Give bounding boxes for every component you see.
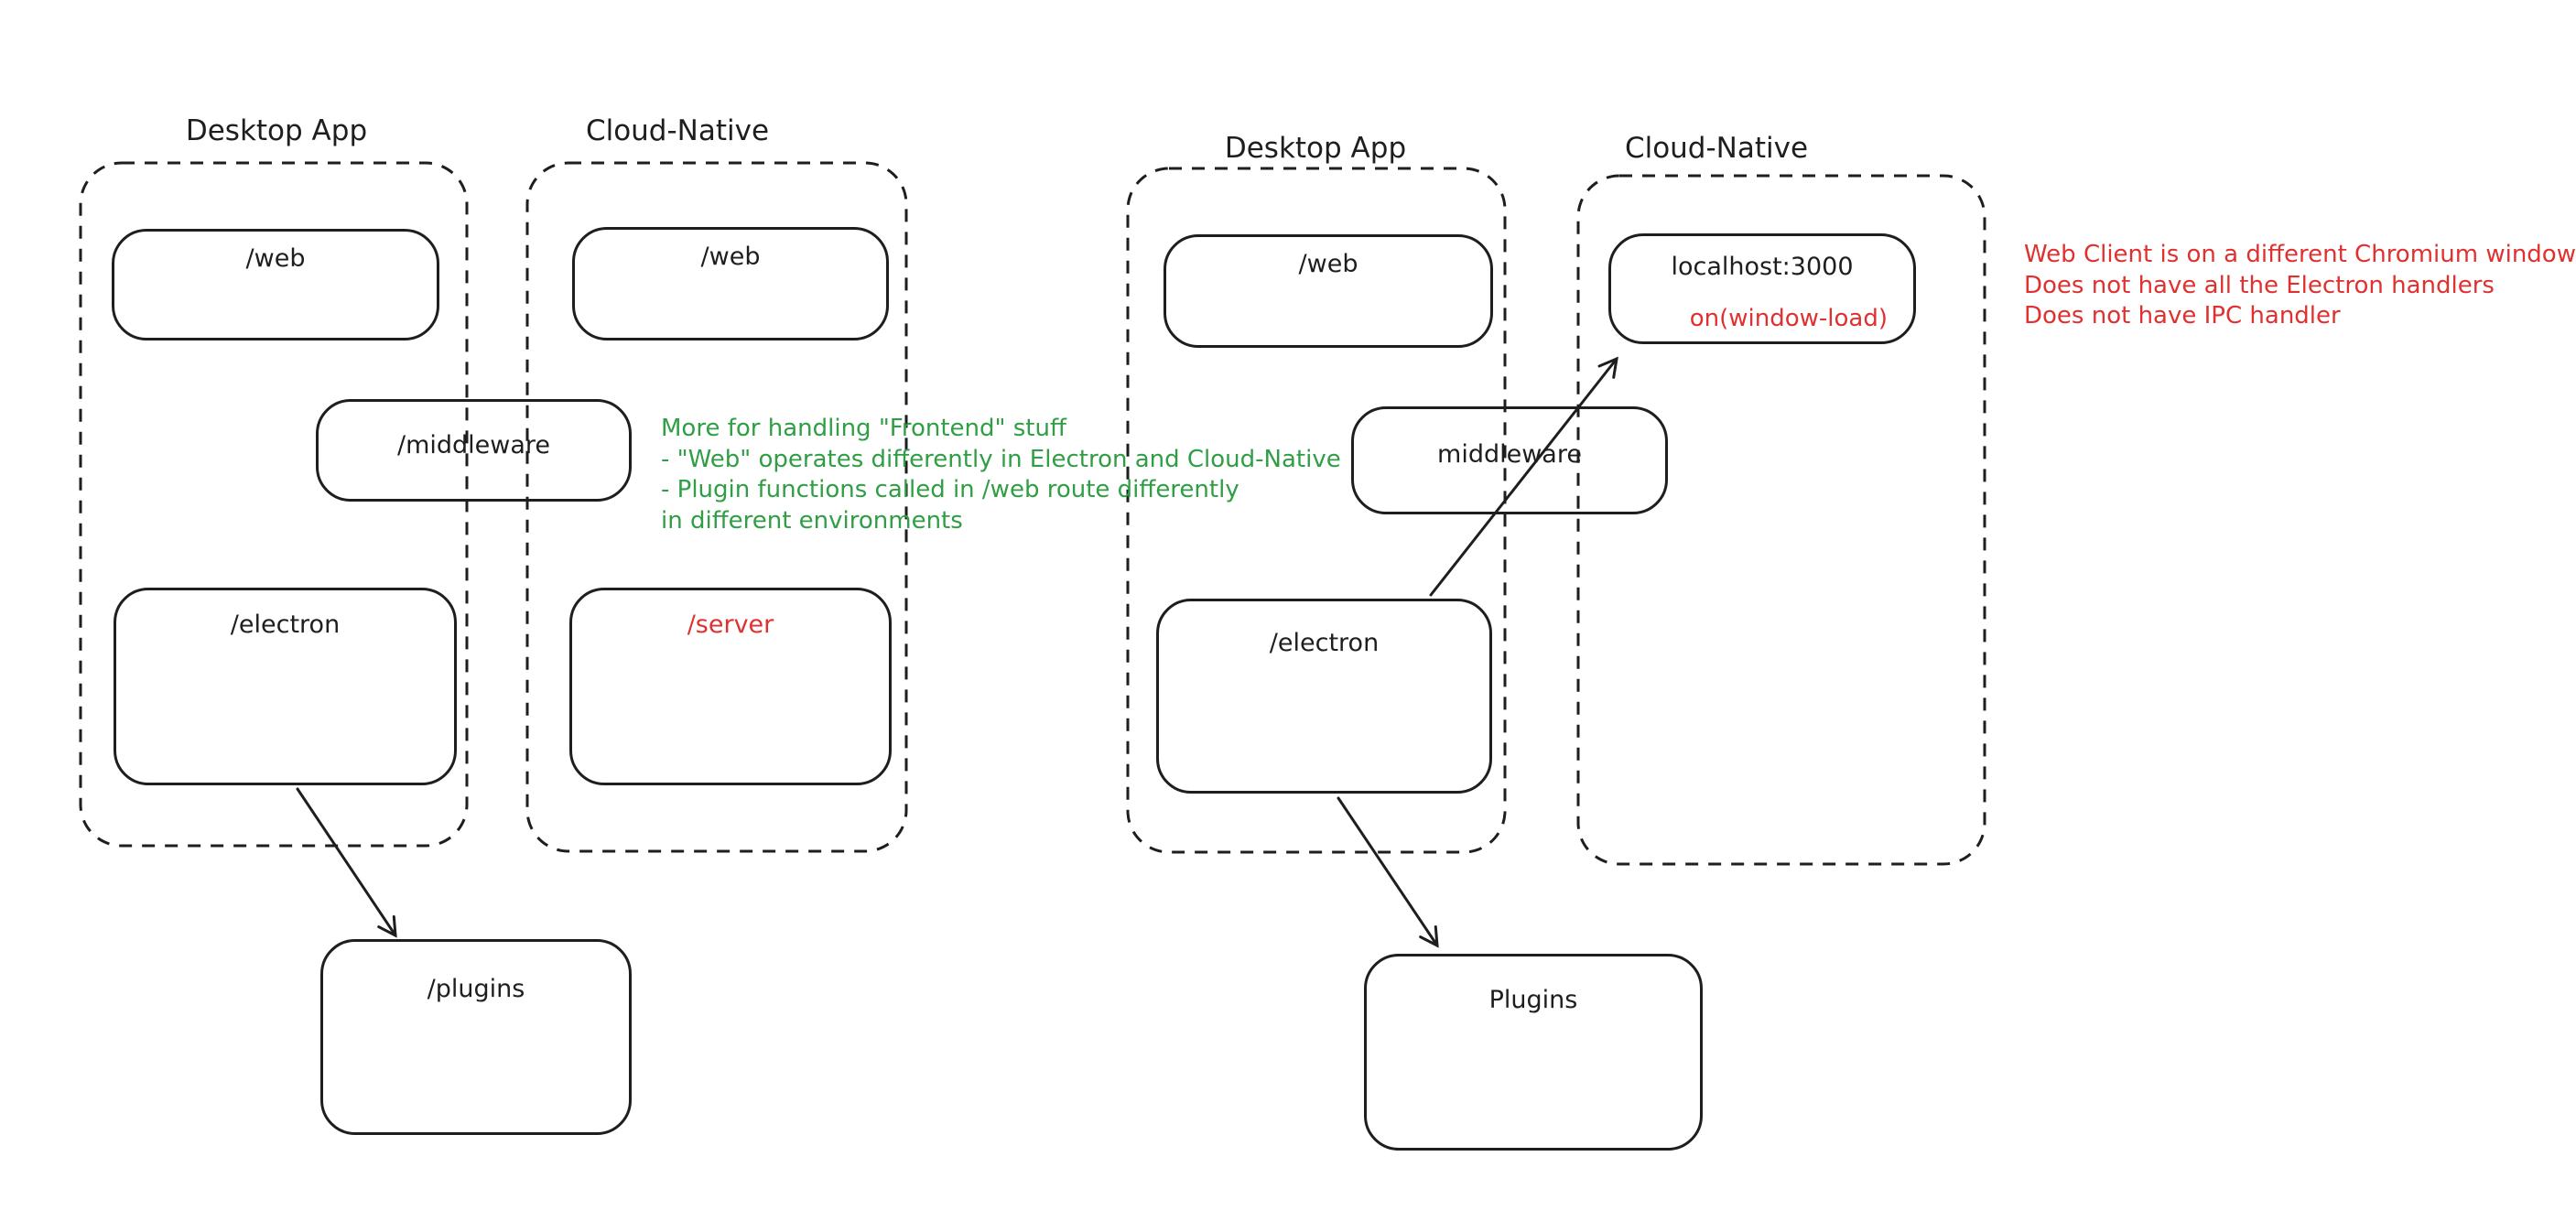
right-electron-box: /electron	[1156, 599, 1492, 794]
right-window-load-label: on(window-load)	[1689, 305, 1888, 332]
left-cloud-native-title: Cloud-Native	[585, 114, 770, 147]
left-electron-label: /electron	[230, 611, 341, 639]
right-desktop-app-title: Desktop App	[1224, 132, 1407, 165]
red-note-line-1: Web Client is on a different Chromium wi…	[2024, 241, 2576, 268]
red-note-line-3: Does not have IPC handler	[2024, 302, 2341, 330]
arrow-left-electron-to-plugins	[296, 787, 397, 938]
green-note-line-4: in different environments	[661, 506, 963, 535]
left-plugins-label: /plugins	[427, 975, 525, 1003]
right-web-desktop-label: /web	[1298, 250, 1358, 278]
arrow-right-electron-to-plugins	[1337, 796, 1439, 948]
green-note-line-1: More for handling "Frontend" stuff	[661, 415, 1066, 442]
red-note: Web Client is on a different Chromium wi…	[2024, 240, 2576, 332]
right-cloud-native-title: Cloud-Native	[1624, 132, 1809, 165]
left-server-box: /server	[569, 588, 892, 785]
right-localhost-box: localhost:3000 on(window-load)	[1608, 233, 1916, 344]
right-localhost-label: localhost:3000	[1671, 253, 1854, 281]
left-electron-box: /electron	[114, 588, 457, 785]
left-cloud-native-container-outline	[525, 161, 908, 853]
green-note: More for handling "Frontend" stuff - "We…	[661, 414, 1341, 536]
right-middleware-box: middleware	[1351, 406, 1668, 514]
left-web-cloud-label: /web	[700, 243, 761, 271]
right-electron-label: /electron	[1269, 629, 1380, 657]
green-note-line-3: - Plugin functions called in /web route …	[661, 476, 1239, 503]
arrow-right-electron-to-localhost	[1429, 356, 1618, 597]
left-plugins-box: /plugins	[320, 939, 632, 1135]
right-middleware-label: middleware	[1437, 440, 1582, 469]
left-middleware-label: /middleware	[396, 431, 551, 459]
right-plugins-label: Plugins	[1488, 986, 1578, 1014]
left-web-cloud-box: /web	[572, 227, 889, 340]
right-desktop-app-container-outline	[1126, 167, 1507, 854]
right-web-desktop-box: /web	[1164, 234, 1493, 348]
right-plugins-box: Plugins	[1364, 954, 1703, 1151]
left-web-desktop-label: /web	[245, 244, 306, 273]
right-cloud-native-container-outline	[1576, 174, 1986, 866]
red-note-line-2: Does not have all the Electron handlers	[2024, 271, 2495, 299]
left-desktop-app-title: Desktop App	[185, 114, 368, 147]
green-note-line-2: - "Web" operates differently in Electron…	[661, 445, 1341, 473]
left-server-label: /server	[687, 611, 774, 639]
left-middleware-box: /middleware	[316, 399, 632, 502]
left-desktop-app-container-outline	[79, 161, 469, 848]
left-web-desktop-box: /web	[112, 229, 439, 340]
